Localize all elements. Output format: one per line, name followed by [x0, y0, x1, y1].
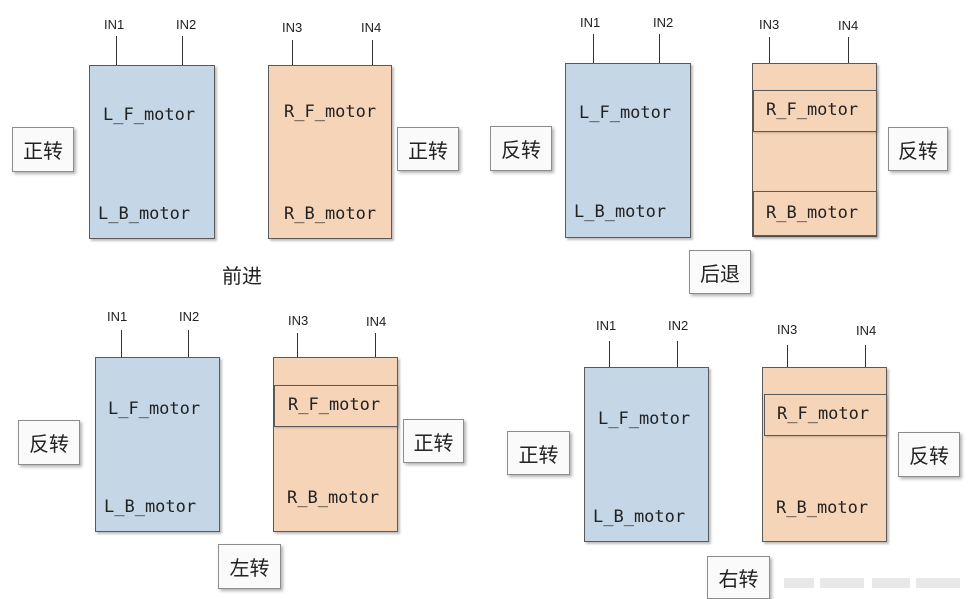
- rf-motor-label: R_F_motor: [288, 395, 381, 415]
- pin-in4-label: IN4: [856, 323, 877, 338]
- right-direction-tag: 正转: [397, 127, 459, 171]
- right-direction-tag: 反转: [888, 127, 948, 171]
- pin-in3-label: IN3: [288, 313, 309, 328]
- rb-motor-label: R_B_motor: [776, 498, 869, 518]
- pin-in2-wire: [188, 330, 189, 357]
- pin-in2-wire: [659, 34, 660, 63]
- pin-in3-wire: [292, 40, 293, 65]
- left-direction-tag: 正转: [12, 127, 74, 172]
- panel-caption: 前进: [222, 264, 262, 288]
- left-motor-block: L_F_motor L_B_motor: [89, 65, 215, 239]
- panel-caption: 左转: [218, 544, 281, 589]
- right-direction-tag: 反转: [898, 432, 960, 477]
- rf-motor-label: R_F_motor: [284, 102, 377, 122]
- right-direction-tag: 正转: [403, 419, 464, 463]
- pin-in2-wire: [677, 341, 678, 367]
- rf-motor-highlight: R_F_motor: [753, 90, 877, 132]
- lb-motor-label: L_B_motor: [593, 507, 686, 527]
- pin-in4-wire: [372, 40, 373, 65]
- rf-motor-highlight: R_F_motor: [274, 385, 398, 427]
- pin-in1-wire: [593, 34, 594, 63]
- pin-in4-wire: [848, 37, 849, 63]
- lb-motor-label: L_B_motor: [98, 204, 191, 224]
- right-motor-block: R_F_motor R_B_motor: [762, 367, 887, 542]
- pin-in4-label: IN4: [838, 18, 859, 33]
- pin-in4-wire: [865, 345, 866, 367]
- pin-in1-wire: [116, 36, 117, 65]
- panel-caption: 后退: [689, 250, 751, 294]
- lb-motor-label: L_B_motor: [574, 202, 667, 222]
- pin-in1-label: IN1: [580, 15, 601, 30]
- pin-in1-label: IN1: [107, 309, 128, 324]
- pin-in2-label: IN2: [668, 318, 689, 333]
- pin-in1-label: IN1: [104, 17, 125, 32]
- lf-motor-label: L_F_motor: [108, 399, 201, 419]
- pin-in4-label: IN4: [361, 20, 382, 35]
- rf-motor-label: R_F_motor: [766, 100, 859, 120]
- pin-in3-label: IN3: [282, 20, 303, 35]
- pin-in4-wire: [375, 333, 376, 357]
- pin-in2-label: IN2: [176, 17, 197, 32]
- pin-in4-label: IN4: [366, 314, 387, 329]
- left-direction-tag: 正转: [507, 431, 570, 475]
- pin-in2-wire: [182, 36, 183, 65]
- left-motor-block: L_F_motor L_B_motor: [584, 367, 709, 542]
- right-motor-block: R_F_motor R_B_motor: [273, 357, 398, 532]
- lb-motor-label: L_B_motor: [104, 497, 197, 517]
- lf-motor-label: L_F_motor: [598, 409, 691, 429]
- pin-in3-wire: [297, 333, 298, 357]
- pin-in1-wire: [121, 330, 122, 357]
- pin-in2-label: IN2: [653, 15, 674, 30]
- right-motor-block: R_F_motor R_B_motor: [752, 63, 877, 237]
- rf-motor-highlight: R_F_motor: [764, 394, 887, 436]
- left-direction-tag: 反转: [18, 420, 80, 465]
- left-motor-block: L_F_motor L_B_motor: [95, 357, 220, 532]
- left-direction-tag: 反转: [490, 126, 552, 171]
- pin-in3-label: IN3: [777, 322, 798, 337]
- lf-motor-label: L_F_motor: [579, 103, 672, 123]
- lf-motor-label: L_F_motor: [103, 105, 196, 125]
- left-motor-block: L_F_motor L_B_motor: [565, 63, 691, 238]
- pin-in1-label: IN1: [596, 318, 617, 333]
- pin-in3-wire: [769, 37, 770, 63]
- rf-motor-label: R_F_motor: [777, 404, 870, 424]
- panel-caption: 右转: [707, 556, 770, 599]
- right-motor-block: R_F_motor R_B_motor: [268, 65, 392, 239]
- pin-in1-wire: [609, 341, 610, 367]
- pin-in2-label: IN2: [179, 309, 200, 324]
- rb-motor-highlight: R_B_motor: [753, 191, 877, 236]
- rb-motor-label: R_B_motor: [766, 203, 859, 223]
- rb-motor-label: R_B_motor: [284, 204, 377, 224]
- pin-in3-wire: [787, 345, 788, 367]
- pin-in3-label: IN3: [759, 17, 780, 32]
- rb-motor-label: R_B_motor: [287, 488, 380, 508]
